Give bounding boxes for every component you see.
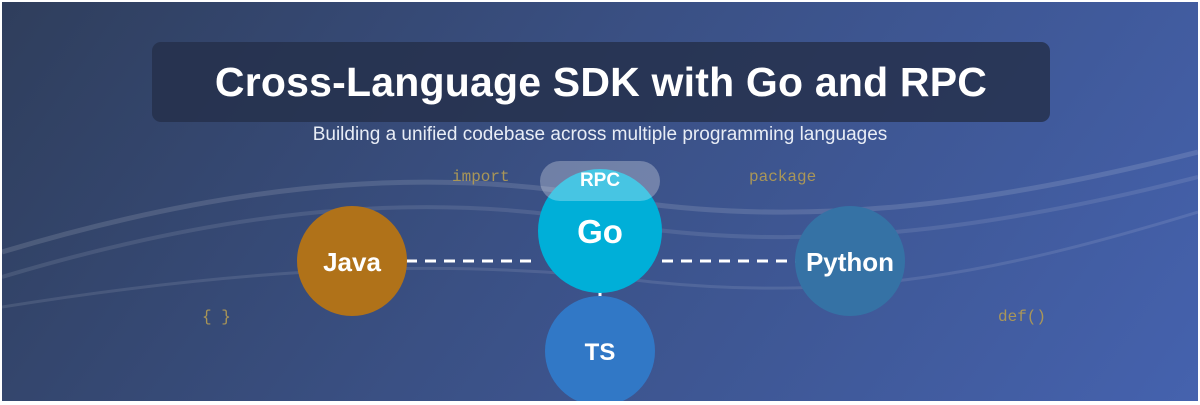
node-ts-label: TS <box>585 339 616 366</box>
rpc-label: RPC <box>579 170 621 191</box>
node-python-circle <box>795 206 905 316</box>
page-subtitle: Building a unified codebase across multi… <box>312 124 888 145</box>
node-python: Python <box>795 206 905 316</box>
rpc-badge: RPC <box>540 161 660 201</box>
node-go-label: Go <box>577 213 623 250</box>
wave-3 <box>2 210 1198 309</box>
code-snippet-braces: { } <box>202 308 231 326</box>
node-go: Go <box>538 169 662 293</box>
node-go-circle <box>538 169 662 293</box>
page-title: Cross-Language SDK with Go and RPC <box>214 59 988 105</box>
node-java: Java <box>297 206 407 316</box>
code-snippet-import: import <box>452 168 510 186</box>
node-java-label: Java <box>323 247 381 277</box>
node-ts: TS <box>545 296 655 401</box>
node-ts-circle <box>545 296 655 401</box>
node-python-label: Python <box>806 247 894 277</box>
code-snippet-def: def() <box>998 308 1047 326</box>
code-snippet-package: package <box>749 168 817 186</box>
title-box: Cross-Language SDK with Go and RPC <box>152 42 1050 122</box>
node-java-circle <box>297 206 407 316</box>
